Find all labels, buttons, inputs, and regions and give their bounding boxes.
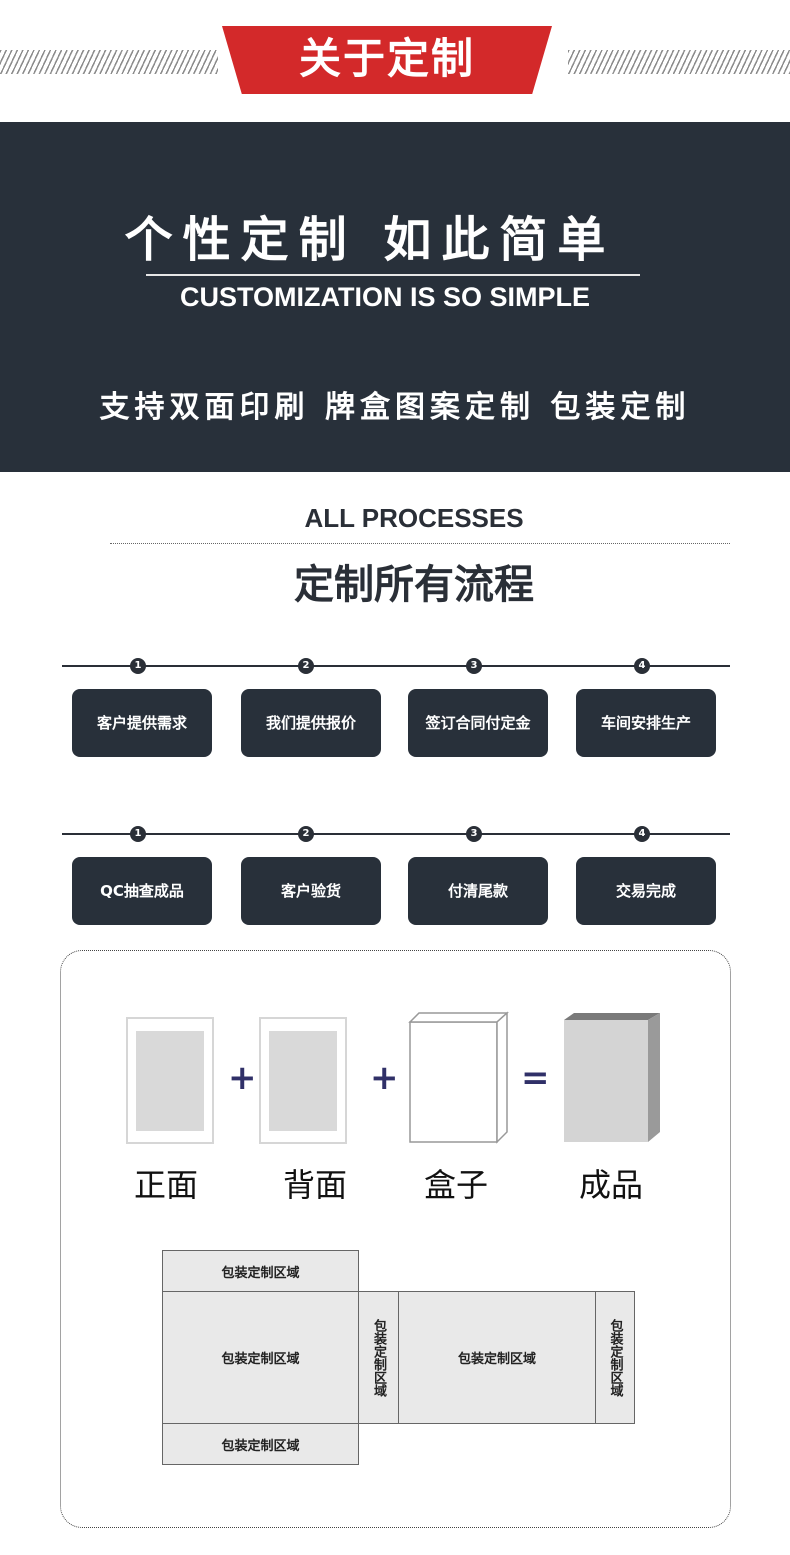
step-contract-deposit: 签订合同付定金: [408, 689, 548, 757]
step-number: 1: [130, 658, 146, 674]
back-card-image: [259, 1017, 347, 1144]
title-tab: [222, 26, 552, 94]
step-number: 4: [634, 826, 650, 842]
dieline-front-panel: 包装定制区域: [162, 1291, 359, 1424]
decorative-hatch-left: [0, 50, 218, 74]
customization-panel: [60, 950, 731, 1528]
dieline-back-panel: 包装定制区域: [398, 1291, 596, 1424]
equals-sign: =: [521, 1058, 550, 1098]
step-production: 车间安排生产: [576, 689, 716, 757]
hero-divider: [146, 274, 640, 276]
label-back: 背面: [283, 1166, 348, 1204]
label-finished: 成品: [579, 1166, 644, 1204]
finished-product-image: [564, 1013, 660, 1142]
page-title: 关于定制: [298, 34, 475, 83]
process-divider: [110, 543, 730, 544]
step-line-row1: [62, 665, 730, 667]
hero-title: 个性定制 如此简单: [124, 212, 616, 268]
plus-sign: +: [228, 1058, 257, 1098]
step-number: 4: [634, 658, 650, 674]
hero-section: 个性定制 如此简单 CUSTOMIZATION IS SO SIMPLE 支持双…: [0, 122, 790, 472]
step-number: 3: [466, 658, 482, 674]
step-line-row2: [62, 833, 730, 835]
dieline-top-flap: 包装定制区域: [162, 1250, 359, 1292]
step-qc-inspection: QC抽查成品: [72, 857, 212, 925]
dieline-bottom-flap: 包装定制区域: [162, 1423, 359, 1465]
step-number: 2: [298, 658, 314, 674]
label-box: 盒子: [424, 1166, 489, 1204]
box-image: [408, 1011, 509, 1144]
step-customer-request: 客户提供需求: [72, 689, 212, 757]
process-title-cn: 定制所有流程: [294, 562, 534, 608]
label-front: 正面: [134, 1166, 199, 1204]
dieline-side-panel-right: 包装定制区域: [595, 1291, 635, 1424]
decorative-hatch-right: [568, 50, 790, 74]
step-number: 2: [298, 826, 314, 842]
dieline-side-panel-left: 包装定制区域: [358, 1291, 399, 1424]
step-customer-inspection: 客户验货: [241, 857, 381, 925]
hero-subtitle: CUSTOMIZATION IS SO SIMPLE: [179, 282, 591, 312]
step-number: 3: [466, 826, 482, 842]
plus-sign: +: [370, 1058, 399, 1098]
step-final-payment: 付清尾款: [408, 857, 548, 925]
step-number: 1: [130, 826, 146, 842]
step-complete: 交易完成: [576, 857, 716, 925]
hero-support-text: 支持双面印刷 牌盒图案定制 包装定制: [99, 390, 691, 425]
process-title-en: ALL PROCESSES: [304, 503, 524, 533]
step-quote: 我们提供报价: [241, 689, 381, 757]
front-card-image: [126, 1017, 214, 1144]
